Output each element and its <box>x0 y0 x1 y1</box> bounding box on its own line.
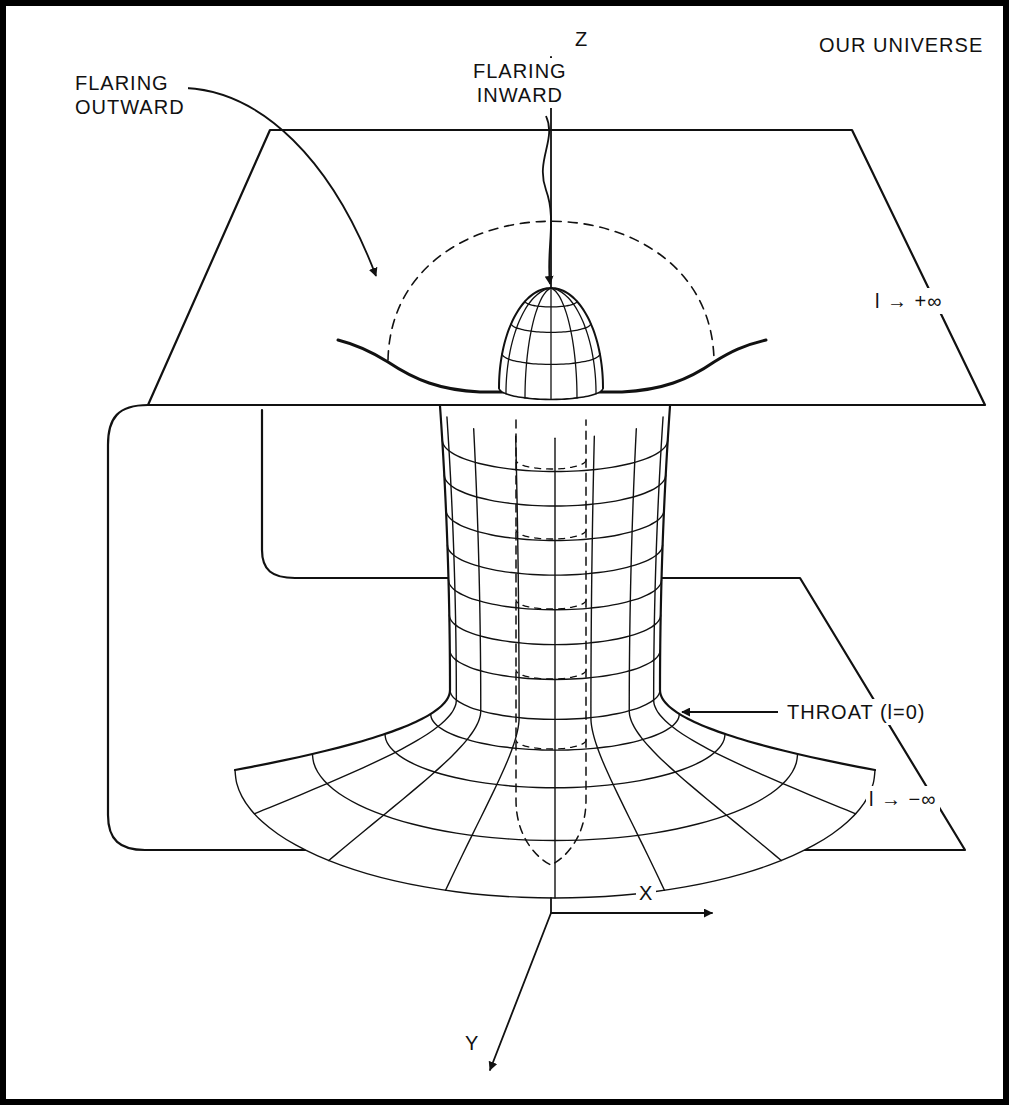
grid-meridian <box>254 417 456 814</box>
hidden-ring <box>516 670 586 679</box>
hidden-ring <box>516 740 586 749</box>
axis-label: X <box>636 880 656 906</box>
callout-label: FLARING OUTWARD <box>72 70 188 120</box>
x-axis <box>551 912 712 914</box>
dome-meridian <box>506 288 551 394</box>
universe-label: OUR UNIVERSE <box>816 32 986 58</box>
callout-label: FLARING INWARD <box>470 58 570 108</box>
hidden-ring <box>516 460 586 469</box>
dome-meridian <box>550 288 551 399</box>
grid-meridian <box>554 438 555 898</box>
sheet-label: l → −∞ <box>866 786 940 812</box>
throat-silhouette <box>235 406 450 770</box>
leader-line <box>682 711 778 713</box>
axis-label: Y <box>462 1030 482 1056</box>
grid-meridian <box>329 429 481 861</box>
upper-sheet-outline <box>148 130 985 405</box>
dome-silhouette <box>551 288 603 388</box>
leader-line <box>186 88 376 276</box>
dome-meridian <box>551 288 577 398</box>
leader-lines <box>186 88 778 712</box>
callout-label: THROAT (l=0) <box>784 699 929 725</box>
axis-label: Z <box>572 26 591 52</box>
dome-meridian <box>551 288 596 394</box>
sheet-fold-line <box>262 410 295 578</box>
embedding-surface <box>108 57 985 1070</box>
hidden-ring <box>516 530 586 539</box>
hidden-ring <box>516 600 586 609</box>
hidden-inner-surface <box>516 420 586 865</box>
z-axis <box>550 898 552 913</box>
grid-meridian <box>629 429 781 861</box>
y-axis <box>490 913 551 1070</box>
dome-silhouette <box>499 288 551 388</box>
grid-meridian <box>654 417 856 814</box>
grid-meridian <box>591 436 665 890</box>
throat-fill <box>235 406 875 898</box>
leader-line <box>543 116 551 284</box>
sheet-label: l → +∞ <box>872 288 946 314</box>
dome-fill <box>499 288 603 399</box>
